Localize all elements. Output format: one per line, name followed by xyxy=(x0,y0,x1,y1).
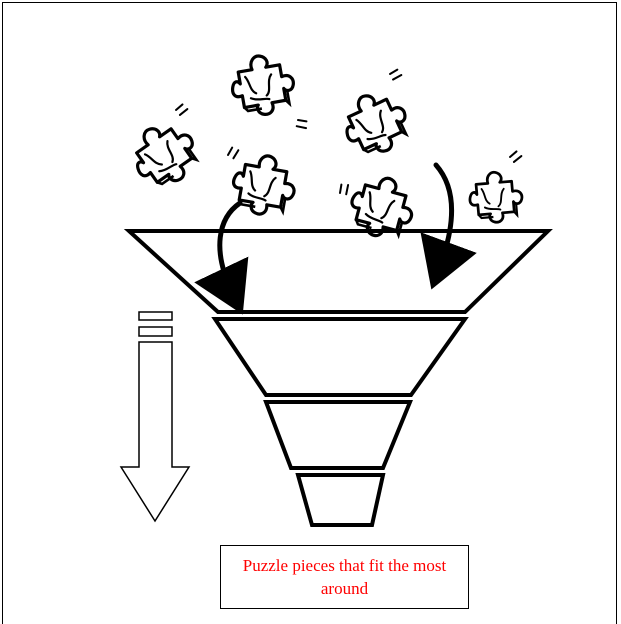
puzzle-piece-icon xyxy=(466,168,526,226)
curved-arrow-icon xyxy=(420,162,477,290)
motion-lines xyxy=(507,149,524,164)
puzzle-piece-icon xyxy=(227,149,301,221)
motion-lines xyxy=(388,68,403,81)
caption-text: Puzzle pieces that fit the most around xyxy=(242,556,447,598)
motion-lines xyxy=(336,180,352,197)
caption-box: Puzzle pieces that fit the most around xyxy=(220,545,469,609)
curved-arrow-icon xyxy=(194,200,249,315)
puzzle-piece-icon xyxy=(333,81,418,165)
motion-lines xyxy=(173,102,190,117)
funnel-level-1 xyxy=(123,229,553,314)
motion-lines xyxy=(225,144,242,161)
motion-lines xyxy=(294,116,311,132)
funnel-level-2 xyxy=(211,317,469,397)
funnel-level-3 xyxy=(263,400,413,470)
down-arrow-icon xyxy=(119,311,191,523)
puzzle-piece-icon xyxy=(120,111,208,198)
funnel xyxy=(123,229,553,527)
puzzle-piece-icon xyxy=(225,49,300,122)
funnel-level-4 xyxy=(295,473,386,527)
